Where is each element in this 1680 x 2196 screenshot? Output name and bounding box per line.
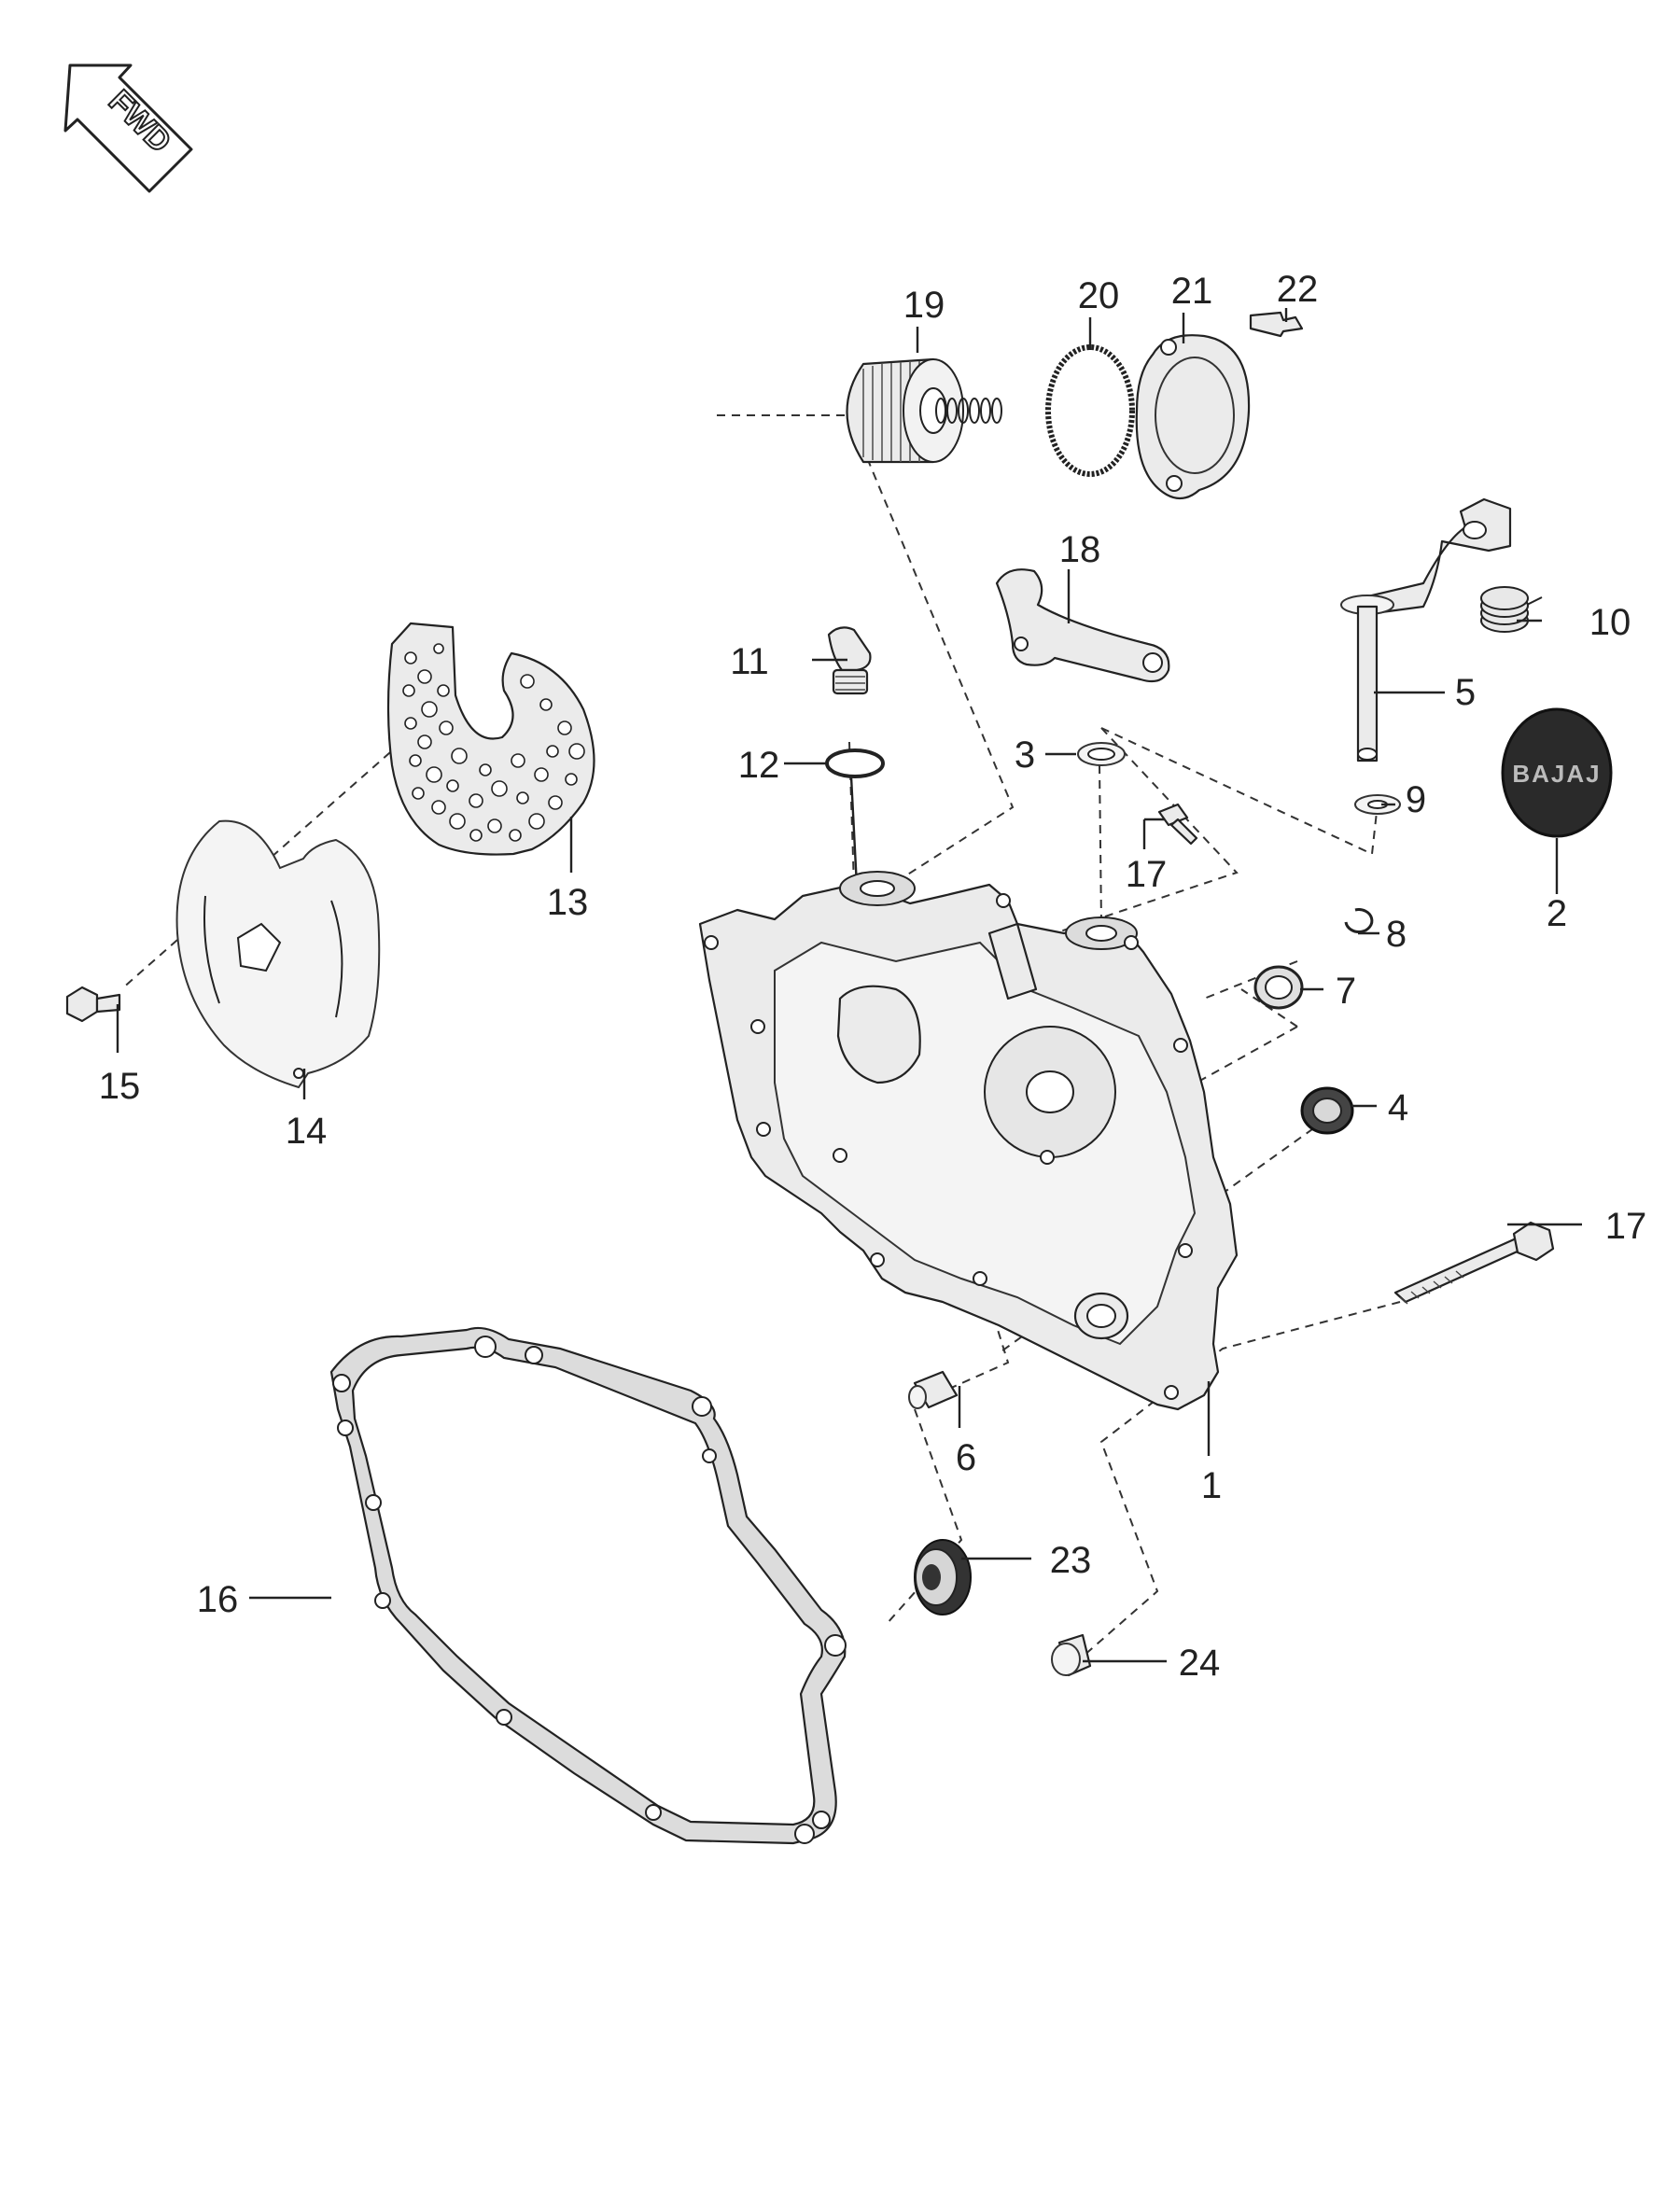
- callout-11: 11: [730, 641, 769, 682]
- callout-numbers: 1 2 3 4 5 6 7 8 9 10 11 12 13 14 15 16 1…: [99, 269, 1647, 1684]
- filter-cover-o-ring: [1045, 344, 1135, 477]
- callout-8: 8: [1386, 914, 1407, 955]
- callout-12: 12: [738, 745, 780, 786]
- clutch-cover: [698, 871, 1239, 1411]
- callout-7: 7: [1336, 971, 1356, 1012]
- callout-14: 14: [286, 1111, 328, 1152]
- bolt-small: [1157, 803, 1198, 846]
- callout-21: 21: [1171, 271, 1213, 312]
- shield-plate: [175, 819, 381, 1089]
- clutch-release-shaft: [1340, 497, 1512, 762]
- oil-filter-cover: [1135, 334, 1251, 500]
- mesh-heat-shield: [386, 622, 595, 856]
- callout-2: 2: [1547, 893, 1567, 934]
- callout-20: 20: [1078, 275, 1120, 316]
- return-spring: [1480, 586, 1543, 633]
- clutch-cover-gasket: [329, 1326, 847, 1845]
- filter-cover-screw: [1249, 311, 1304, 338]
- callout-15: 15: [99, 1066, 141, 1107]
- dowel-pin: [908, 1370, 959, 1409]
- callout-17-small-bolt: 17: [1126, 854, 1168, 895]
- oil-filter: [846, 357, 1002, 464]
- callout-1: 1: [1201, 1465, 1222, 1506]
- callout-19: 19: [903, 285, 945, 326]
- callout-24: 24: [1179, 1643, 1221, 1684]
- leader-lines: [116, 308, 1582, 1663]
- oil-seal: [1300, 1086, 1354, 1135]
- callout-9: 9: [1406, 779, 1426, 820]
- assembly-guide-lines: [120, 414, 1401, 1657]
- callout-6: 6: [956, 1437, 976, 1478]
- circlip: [1344, 908, 1374, 933]
- callout-17-long-bolt: 17: [1605, 1206, 1647, 1247]
- callout-22: 22: [1277, 269, 1319, 310]
- cover-bolt-long: [1393, 1221, 1555, 1305]
- shaft-oil-seal: [1253, 965, 1304, 1010]
- fwd-arrow-icon: FWD: [63, 63, 193, 193]
- cover-plug: [1051, 1633, 1092, 1677]
- callout-23: 23: [1050, 1540, 1092, 1581]
- callout-5: 5: [1455, 672, 1476, 713]
- filler-plug-o-ring: [825, 748, 885, 778]
- bajaj-badge: BAJAJ: [1501, 707, 1613, 838]
- callout-13: 13: [547, 882, 589, 923]
- callout-4: 4: [1388, 1087, 1408, 1128]
- callout-10: 10: [1589, 602, 1631, 643]
- callout-3: 3: [1015, 734, 1035, 776]
- callout-16: 16: [197, 1579, 239, 1620]
- plate-bolt: [65, 986, 121, 1023]
- bajaj-badge-text: BAJAJ: [1512, 760, 1601, 788]
- callout-18: 18: [1059, 529, 1101, 570]
- clutch-lever-bracket: [995, 568, 1170, 683]
- ball-bearing: [914, 1539, 972, 1616]
